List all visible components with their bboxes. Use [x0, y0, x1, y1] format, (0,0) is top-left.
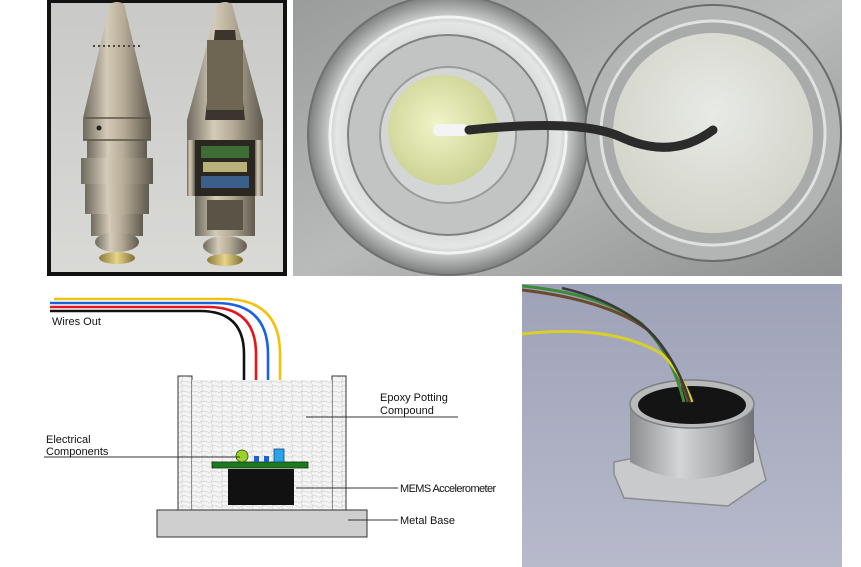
metal-base: [156, 509, 368, 538]
potting-photo: [293, 0, 842, 276]
epoxy-label-line1: Epoxy Potting: [380, 392, 448, 404]
housing-wall-left: [177, 375, 193, 511]
sensor-schematic: Wires Out Epoxy Potting Compound Electri…: [30, 284, 510, 554]
epoxy-label-line2: Compound: [380, 405, 434, 417]
metal-base-label: Metal Base: [400, 515, 455, 527]
circuit-board: [211, 461, 309, 469]
housing-wall-right: [331, 375, 347, 511]
projectile-photo: [47, 0, 287, 276]
sensor-potting-top: [638, 386, 746, 424]
cable: [464, 121, 718, 152]
sensor-wire-dark: [561, 286, 692, 403]
wires-out-label: Wires Out: [52, 316, 101, 328]
mems-label: MEMS Accelerometer: [400, 483, 497, 495]
wires: [50, 297, 282, 456]
housing-left: [307, 0, 589, 276]
mems-accelerometer: [228, 469, 294, 505]
electrical-component-chip: [254, 456, 259, 462]
electrical-component-capacitor: [235, 449, 249, 463]
projectile-cutaway: [187, 2, 263, 266]
sensor-photo: [522, 284, 842, 567]
electrical-label-line1: Electrical: [46, 434, 91, 446]
electrical-component-small: [264, 456, 269, 462]
projectile-left: [81, 2, 153, 264]
electrical-component-blue: [273, 448, 285, 463]
electrical-label-line2: Components: [46, 446, 109, 458]
